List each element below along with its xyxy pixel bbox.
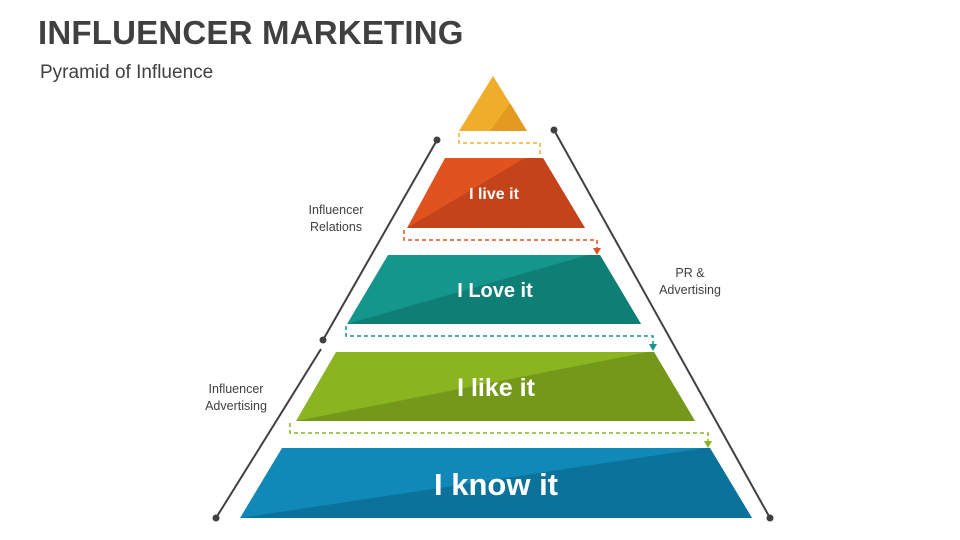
right-bracket-top-dot: [550, 126, 558, 134]
tier-love-it: I Love it: [347, 255, 641, 324]
left-lower-bracket-bottom-dot: [212, 514, 220, 522]
page-title: INFLUENCER MARKETING: [38, 14, 464, 51]
tier-label-live-it: I live it: [469, 186, 519, 203]
arrowhead-3: [649, 344, 657, 351]
arrowheads: [593, 248, 712, 448]
bracket-lines: [212, 126, 774, 522]
left-upper-bracket-line: [322, 139, 438, 341]
label-influencer-relations: Influencer Relations: [308, 203, 364, 234]
right-bracket-bottom-dot: [766, 514, 774, 522]
right-bracket-line: [553, 129, 771, 519]
connector-arrow-1: [458, 133, 541, 156]
arrowhead-2: [593, 248, 601, 255]
tier-know-it: I know it: [240, 448, 752, 518]
tier-label-like-it: I like it: [457, 374, 535, 402]
label-pr-advertising: PR & Advertising: [659, 266, 721, 297]
left-upper-bracket-top-dot: [433, 136, 441, 144]
left-lower-bracket-line: [215, 348, 322, 519]
connector-arrow-4: [289, 423, 709, 445]
tier-label-know-it: I know it: [434, 467, 558, 502]
left-upper-bracket-bottom-dot: [319, 336, 327, 344]
connector-arrow-2: [403, 230, 598, 252]
arrowhead-4: [704, 441, 712, 448]
page-subtitle: Pyramid of Influence: [40, 62, 214, 83]
label-influencer-advertising: Influencer Advertising: [205, 382, 267, 413]
tier-label-love-it: I Love it: [457, 280, 533, 302]
tier-like-it: I like it: [296, 352, 695, 421]
connector-arrow-3: [345, 326, 654, 348]
tier-top: [459, 76, 527, 131]
tier-live-it: I live it: [407, 158, 585, 228]
